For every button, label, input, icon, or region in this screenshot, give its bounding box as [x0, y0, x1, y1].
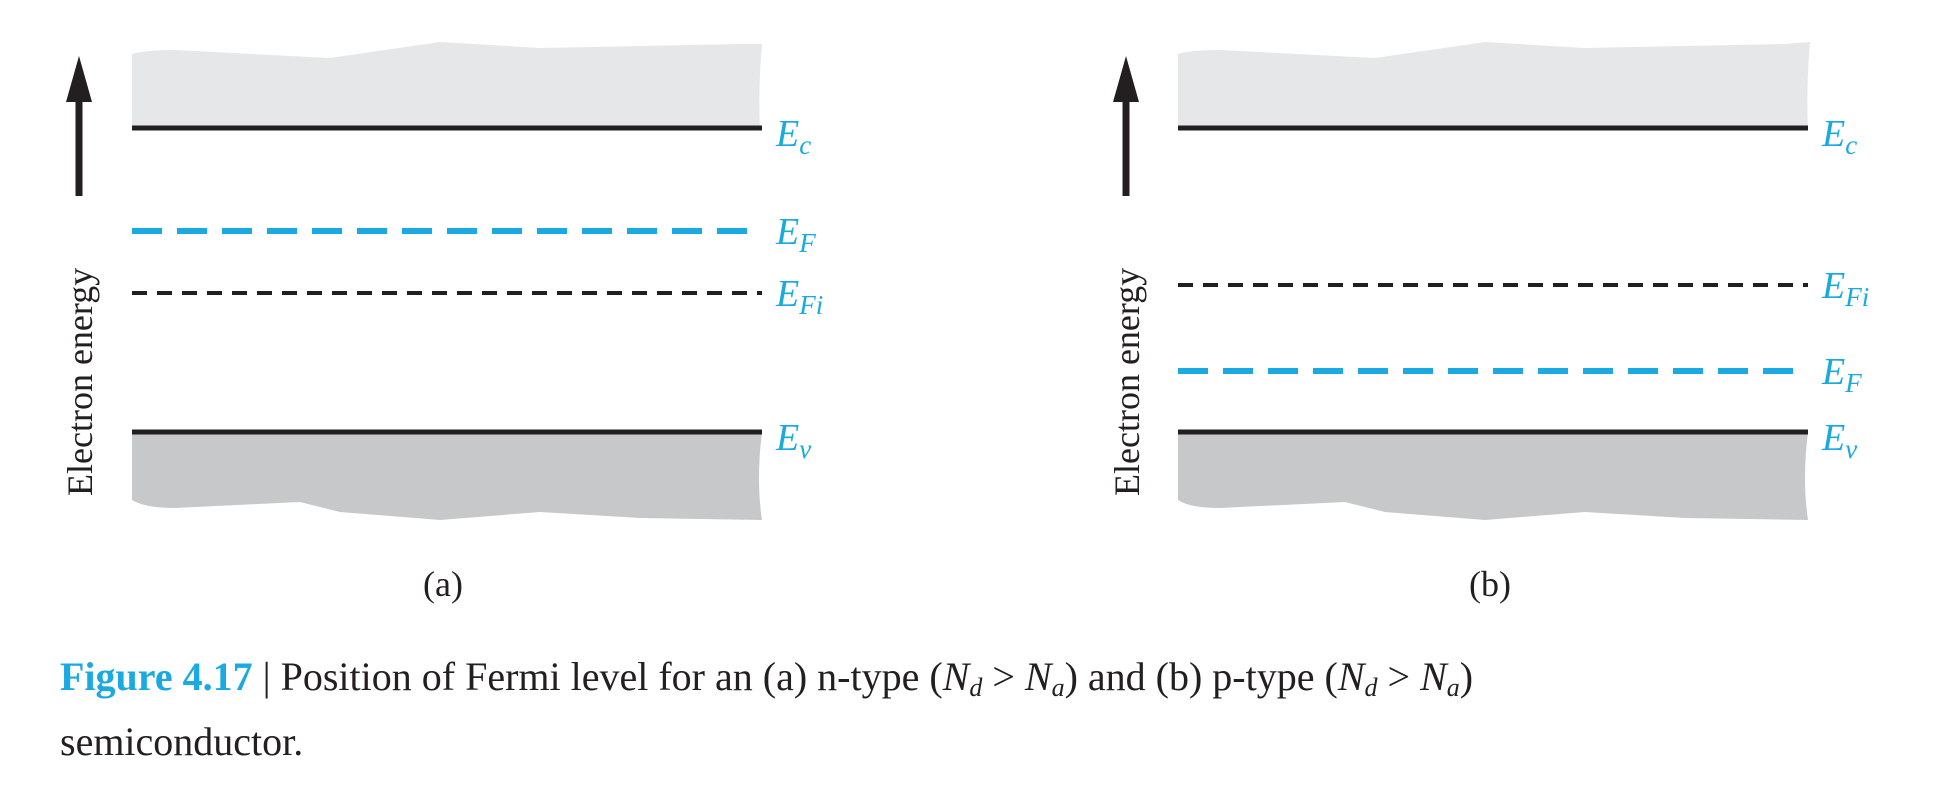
figure-caption: Figure 4.17 | Position of Fermi level fo…: [60, 650, 1900, 769]
axis-label-electron-energy: Electron energy: [60, 268, 100, 496]
conduction-band: [132, 42, 762, 128]
caption-var-n: N: [1420, 654, 1447, 699]
panel-label-a: (a): [423, 564, 463, 604]
energy-band-figure: Electron energy Ec EF EFi Ev (a) Electro…: [60, 42, 1869, 604]
caption-var-n: N: [1024, 654, 1052, 699]
caption-subscript: d: [969, 673, 983, 702]
conduction-band: [1178, 42, 1810, 128]
label-efi: EFi: [775, 273, 823, 320]
caption-text: ): [1459, 654, 1474, 699]
label-efi: EFi: [1821, 265, 1869, 312]
caption-gt: >: [1377, 654, 1421, 699]
caption-var-n: N: [1337, 654, 1365, 699]
caption-text: semiconductor.: [60, 719, 304, 764]
caption-subscript: a: [1446, 673, 1460, 702]
caption-gt: >: [982, 654, 1025, 699]
energy-axis-arrowhead: [66, 56, 92, 102]
label-ev: Ev: [1821, 417, 1857, 464]
energy-axis-arrowhead: [1113, 56, 1139, 102]
label-ef: EF: [1821, 351, 1862, 398]
caption-var-n: N: [942, 654, 970, 699]
label-ec: Ec: [1821, 113, 1857, 160]
axis-label-electron-energy: Electron energy: [1107, 268, 1147, 496]
caption-separator: |: [252, 654, 281, 699]
valence-band: [1178, 432, 1808, 520]
label-ef: EF: [775, 211, 816, 258]
caption-subscript: a: [1051, 673, 1065, 702]
caption-text: ) and (b) p-type (: [1064, 654, 1338, 699]
label-ec: Ec: [775, 113, 811, 160]
label-ev: Ev: [775, 417, 811, 464]
panel-label-b: (b): [1469, 564, 1511, 604]
panel-a: Electron energy Ec EF EFi Ev (a): [60, 42, 823, 604]
caption-subscript: d: [1364, 673, 1378, 702]
valence-band: [132, 432, 762, 520]
panel-b: Electron energy Ec EFi EF Ev (b): [1107, 42, 1869, 604]
figure-number: Figure 4.17: [60, 654, 253, 699]
caption-text: Position of Fermi level for an (a) n-typ…: [280, 654, 943, 699]
